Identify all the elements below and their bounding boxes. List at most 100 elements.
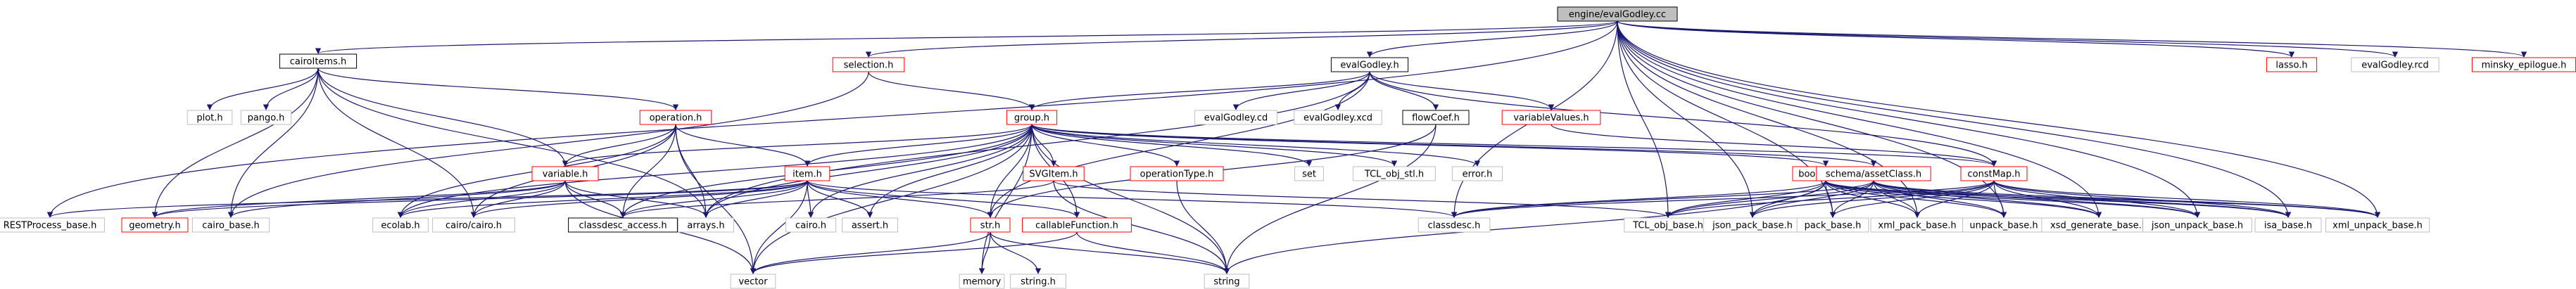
node-str[interactable]: str.h xyxy=(970,217,1011,233)
edge-cairoItems-to-arrays xyxy=(317,68,709,218)
node-classdesc: classdesc.h xyxy=(1418,217,1491,233)
edge-root-to-tclObjBase xyxy=(1617,20,1672,218)
node-lasso[interactable]: lasso.h xyxy=(2266,57,2318,72)
node-box-svgItem xyxy=(1023,166,1085,181)
node-label-operation: operation.h xyxy=(650,113,702,124)
node-isaBase: isa_base.h xyxy=(2254,217,2322,233)
node-tclObjSt: TCL_obj_stl.h xyxy=(1353,166,1436,181)
node-arrays: arrays.h xyxy=(678,217,734,233)
edge-item-to-ecolab xyxy=(397,180,808,218)
node-xsdGenerate: xsd_generate_base.h xyxy=(2041,217,2157,233)
edge-assetClass-to-xsdGenerate xyxy=(1873,180,2102,218)
node-xmlPackBase: xml_pack_base.h xyxy=(1870,217,1964,233)
node-root[interactable]: engine/evalGodley.cc xyxy=(1557,6,1678,22)
node-cairoItems: cairoItems.h xyxy=(279,53,358,69)
node-box-evalGodleyxcd xyxy=(1294,110,1382,125)
node-box-selection xyxy=(832,57,905,72)
edge-selection-to-group xyxy=(868,71,1035,110)
node-box-flowCoef xyxy=(1402,110,1470,125)
node-group[interactable]: group.h xyxy=(1006,110,1058,125)
edge-cairoItems-to-cairoBase xyxy=(227,68,319,218)
edge-assetClass-to-classdesc xyxy=(1451,180,1874,218)
node-svgItem[interactable]: SVGItem.h xyxy=(1023,166,1085,181)
node-minskyEpilogue[interactable]: minsky_epilogue.h xyxy=(2471,57,2576,72)
node-restProcess: RESTProcess_base.h xyxy=(0,217,105,233)
edge-flowCoef-to-string xyxy=(1223,124,1437,274)
node-label-vector: vector xyxy=(738,277,768,288)
node-item[interactable]: item.h xyxy=(784,166,831,181)
edge-root-to-evalGodley xyxy=(1366,20,1618,58)
node-label-memory: memory xyxy=(963,277,1002,288)
edge-str-to-string xyxy=(990,231,1230,274)
edge-variable-to-cairoCairo xyxy=(470,180,566,218)
node-label-unpackBase: unpack_base.h xyxy=(1969,221,2038,231)
node-label-set: set xyxy=(1302,169,1316,180)
edge-group-to-set xyxy=(1031,124,1313,167)
edge-evalGodley-to-flowCoef xyxy=(1369,71,1439,110)
edge-assetClass-to-unpackBase xyxy=(1873,180,2007,218)
node-box-packBase xyxy=(1796,217,1869,233)
edge-item-to-callableFunction xyxy=(807,180,1080,218)
edge-constMap-to-xmlPackBase xyxy=(1914,180,1995,218)
node-cairo: cairo.h xyxy=(785,217,837,233)
node-callableFunction[interactable]: callableFunction.h xyxy=(1022,217,1132,233)
node-packBase: pack_base.h xyxy=(1796,217,1869,233)
edge-root-to-lasso xyxy=(1617,20,2294,58)
node-box-tclObjSt xyxy=(1353,166,1436,181)
node-label-selection: selection.h xyxy=(844,60,894,71)
edge-callableFunction-to-string xyxy=(1076,231,1230,274)
node-box-group xyxy=(1006,110,1058,125)
edge-operationType-to-string xyxy=(1176,180,1230,274)
node-label-plot: plot.h xyxy=(196,113,222,124)
node-pango: pango.h xyxy=(240,110,292,125)
edge-evalGodley-to-str xyxy=(987,71,1370,218)
edge-evalGodley-to-group xyxy=(1028,71,1370,110)
node-selection[interactable]: selection.h xyxy=(832,57,905,72)
node-label-assert: assert.h xyxy=(852,221,888,231)
node-assetClass[interactable]: schema/assetClass.h xyxy=(1816,166,1931,181)
edge-bookmark-to-tclObjBase xyxy=(1665,180,1826,218)
node-label-str: str.h xyxy=(980,221,1000,231)
node-box-xmlUnpackBase xyxy=(2325,217,2430,233)
node-string: string xyxy=(1204,274,1250,289)
edge-constMap-to-unpackBase xyxy=(1993,180,2007,218)
edge-operation-to-item xyxy=(675,124,811,167)
edge-assetClass-to-isaBase xyxy=(1873,180,2292,218)
edge-constMap-to-classdesc xyxy=(1451,180,1995,218)
edge-cairoItems-to-cairoCairo xyxy=(317,68,477,218)
edge-selection-to-cairoBase xyxy=(227,71,869,218)
edge-item-to-cairoCairo xyxy=(470,180,808,218)
node-box-arrays xyxy=(678,217,734,233)
node-operation[interactable]: operation.h xyxy=(639,110,712,125)
edge-constMap-to-jsonPackBase xyxy=(1749,180,1995,218)
node-box-operation xyxy=(639,110,712,125)
edge-constMap-to-xsdGenerate xyxy=(1993,180,2102,218)
node-box-operationType xyxy=(1130,166,1224,181)
node-label-string: string xyxy=(1213,277,1239,288)
node-box-pango xyxy=(240,110,292,125)
node-box-str xyxy=(970,217,1011,233)
node-box-evalGodley xyxy=(1330,57,1409,72)
node-constMap[interactable]: constMap.h xyxy=(1960,166,2028,181)
edge-assetClass-to-jsonPackBase xyxy=(1749,180,1874,218)
node-label-isaBase: isa_base.h xyxy=(2264,221,2312,231)
edge-root-to-minskyEpilogue xyxy=(1617,20,2527,58)
node-box-cairoBase xyxy=(191,217,270,233)
node-variable[interactable]: variable.h xyxy=(531,166,599,181)
node-operationType[interactable]: operationType.h xyxy=(1130,166,1224,181)
node-variableValues[interactable]: variableValues.h xyxy=(1501,110,1601,125)
node-box-classdescAccess xyxy=(568,217,678,233)
edge-item-to-str xyxy=(807,180,994,218)
edge-evalGodley-to-variableValues xyxy=(1369,71,1555,110)
edge-root-to-selection xyxy=(866,20,1618,58)
edge-variable-to-classdescAccess xyxy=(564,180,626,218)
node-label-evalGodleyxcd: evalGodley.xcd xyxy=(1303,113,1372,124)
node-evalGodleyrcd: evalGodley.rcd xyxy=(2351,57,2439,72)
node-label-xmlUnpackBase: xml_unpack_base.h xyxy=(2332,221,2423,231)
node-label-jsonUnpackBase: json_unpack_base.h xyxy=(2151,221,2243,231)
edge-operation-to-variable xyxy=(562,124,676,167)
edge-svgItem-to-tclObjBase xyxy=(1053,180,1671,218)
node-evalGodleycd: evalGodley.cd xyxy=(1194,110,1277,125)
node-evalGodleyxcd: evalGodley.xcd xyxy=(1294,110,1382,125)
node-geometry[interactable]: geometry.h xyxy=(121,217,189,233)
